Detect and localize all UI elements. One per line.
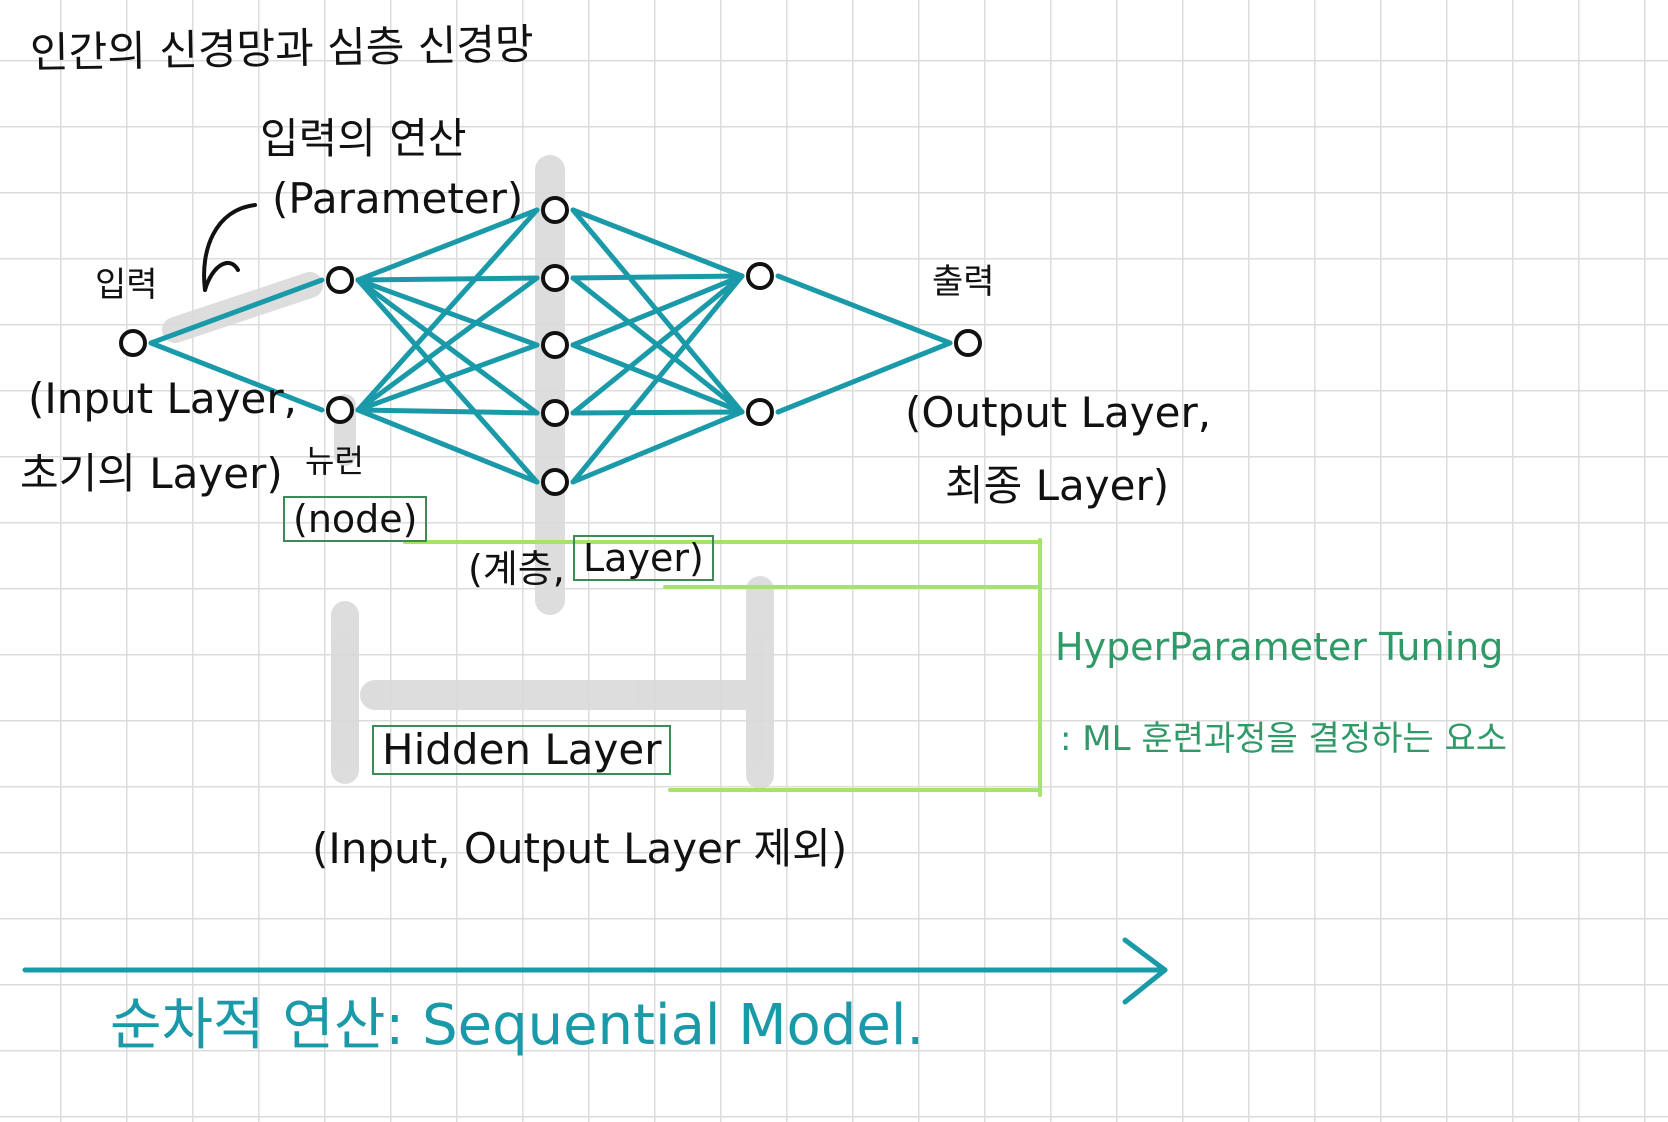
output-label-ko: 출력 xyxy=(932,262,995,302)
connection-l3-n2-to-n1 xyxy=(570,273,745,281)
connections xyxy=(148,207,953,485)
node-l4-2 xyxy=(746,398,774,426)
neuron-label: 뉴런 xyxy=(305,442,364,480)
connection-l3-n5-to-n2 xyxy=(570,409,745,485)
connection-l2-n2-to-n3 xyxy=(355,342,540,413)
node-l3-2 xyxy=(541,264,569,292)
connection-l4-n2-to-n1 xyxy=(775,340,953,415)
node-l1-1 xyxy=(119,329,147,357)
node-l2-1 xyxy=(326,266,354,294)
connection-l2-n1-to-n1 xyxy=(355,207,540,283)
input-label-en: (Input Layer, xyxy=(28,374,297,423)
node-l3-3 xyxy=(541,331,569,359)
connection-l1-n1-to-n2 xyxy=(148,340,325,413)
connection-l3-n5-to-n1 xyxy=(570,273,745,485)
layer-label: (계층, xyxy=(468,547,565,591)
input-label-ko2: 초기의 Layer) xyxy=(20,449,283,498)
node-l3-4 xyxy=(541,399,569,427)
sequential-model-label: 순차적 연산: Sequential Model. xyxy=(110,993,925,1058)
node-l2-2 xyxy=(326,396,354,424)
connection-l2-n2-to-n1 xyxy=(355,207,540,413)
output-label-en: (Output Layer, xyxy=(905,388,1212,437)
connection-l3-n4-to-n1 xyxy=(570,273,745,416)
connection-l3-n4-to-n2 xyxy=(570,409,745,416)
node-label: (node) xyxy=(283,496,428,542)
parameter-label-en: (Parameter) xyxy=(272,174,524,223)
node-l5-1 xyxy=(954,329,982,357)
node-l3-1 xyxy=(541,196,569,224)
connection-l1-n1-to-n1 xyxy=(148,277,325,346)
nodes xyxy=(119,196,982,496)
hyperparameter-title: HyperParameter Tuning xyxy=(1055,625,1504,669)
layer-word: Layer) xyxy=(573,535,714,581)
node-l3-5 xyxy=(541,468,569,496)
sequential-arrow xyxy=(22,937,1168,1005)
node-l4-1 xyxy=(746,262,774,290)
hidden-layer-label: Hidden Layer xyxy=(372,725,672,775)
connection-l2-n1-to-n2 xyxy=(355,275,540,283)
connection-l4-n1-to-n1 xyxy=(775,273,953,346)
parameter-label-ko: 입력의 연산 xyxy=(260,114,467,163)
input-label-ko: 입력 xyxy=(95,265,158,305)
connection-l2-n2-to-n4 xyxy=(355,407,540,416)
connection-l3-n3-to-n1 xyxy=(570,273,745,348)
hyperparameter-bracket xyxy=(403,538,1042,797)
page-title: 인간의 신경망과 심층 신경망 xyxy=(29,19,535,78)
curved-pointer-icon xyxy=(202,203,257,292)
connection-l2-n1-to-n5 xyxy=(355,277,540,485)
connection-l3-n1-to-n1 xyxy=(570,207,745,279)
hidden-layer-desc: (Input, Output Layer 제외) xyxy=(312,824,848,873)
hyperparameter-desc: : ML 훈련과정을 결정하는 요소 xyxy=(1060,719,1508,759)
connection-l2-n2-to-n2 xyxy=(355,275,540,413)
output-label-ko2: 최종 Layer) xyxy=(945,461,1170,510)
connection-l2-n2-to-n5 xyxy=(355,407,540,485)
